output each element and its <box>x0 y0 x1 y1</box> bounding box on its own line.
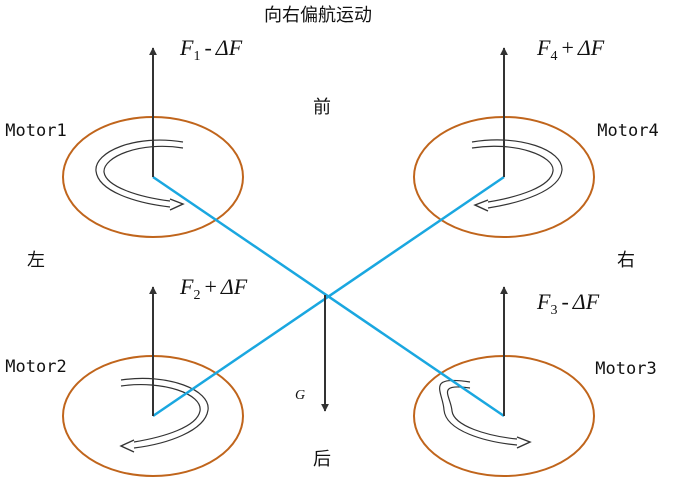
motor4-label: Motor4 <box>597 121 658 141</box>
title: 向右偏航运动 <box>264 5 372 25</box>
direction-back: 后 <box>313 449 331 469</box>
gravity-label: G <box>295 388 305 403</box>
motor1-label: Motor1 <box>5 121 66 141</box>
direction-front: 前 <box>313 97 331 117</box>
force-label-motor1: F1-ΔF <box>179 35 243 64</box>
motor2-label: Motor2 <box>5 357 66 377</box>
force-label-motor2: F2+ΔF <box>179 274 248 303</box>
spin-arrow-motor3 <box>439 379 532 449</box>
spin-arrow-motor4 <box>471 139 563 212</box>
direction-right: 右 <box>617 250 635 270</box>
spin-arrow-motor2 <box>119 377 209 453</box>
spin-arrow-motor1 <box>95 139 185 211</box>
direction-left: 左 <box>27 250 45 270</box>
force-label-motor3: F3-ΔF <box>536 289 600 318</box>
force-label-motor4: F4+ΔF <box>536 35 605 64</box>
arm-motor4-motor2 <box>152 175 505 418</box>
motor3-label: Motor3 <box>595 359 656 379</box>
